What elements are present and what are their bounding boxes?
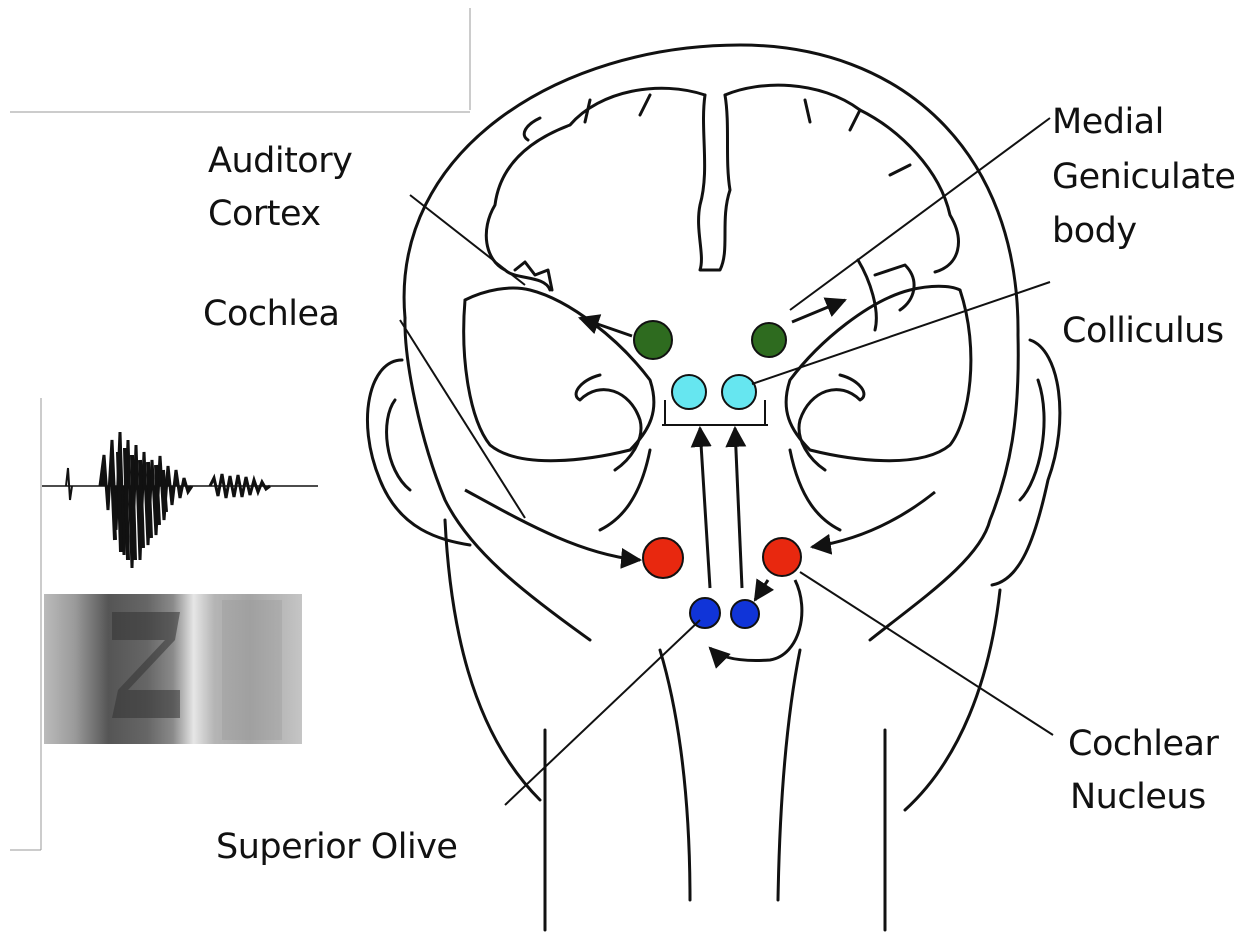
cochlea-label: Cochlea xyxy=(203,294,339,334)
head-outline xyxy=(367,45,1059,930)
colliculus-left-dot xyxy=(672,375,706,409)
brain-outline xyxy=(464,85,971,530)
labels: Auditory Cortex Cochlea Medial Geniculat… xyxy=(203,102,1235,867)
colliculus-right-dot xyxy=(722,375,756,409)
waveform-image xyxy=(42,432,318,568)
cochlear-nucleus-label-line2: Nucleus xyxy=(1070,777,1206,817)
colliculus-label: Colliculus xyxy=(1062,311,1224,351)
superior-olive-left-dot xyxy=(690,598,720,628)
medial-geniculate-label-line1: Medial xyxy=(1052,102,1164,142)
cochlear-nucleus-right-dot xyxy=(763,538,801,576)
medial-geniculate-right-dot xyxy=(752,323,786,357)
spectrogram-image xyxy=(44,594,302,744)
medial-geniculate-label-line2: Geniculate xyxy=(1052,157,1235,197)
medial-geniculate-label-line3: body xyxy=(1052,211,1137,251)
auditory-cortex-label-line1: Auditory xyxy=(208,141,352,181)
medial-geniculate-left-dot xyxy=(634,321,672,359)
auditory-nuclei xyxy=(634,321,801,628)
superior-olive-label: Superior Olive xyxy=(216,827,457,867)
cochlear-nucleus-left-dot xyxy=(643,538,683,578)
auditory-cortex-label-line2: Cortex xyxy=(208,194,321,234)
cochlear-nucleus-label-line1: Cochlear xyxy=(1068,724,1219,764)
superior-olive-right-dot xyxy=(731,600,759,628)
